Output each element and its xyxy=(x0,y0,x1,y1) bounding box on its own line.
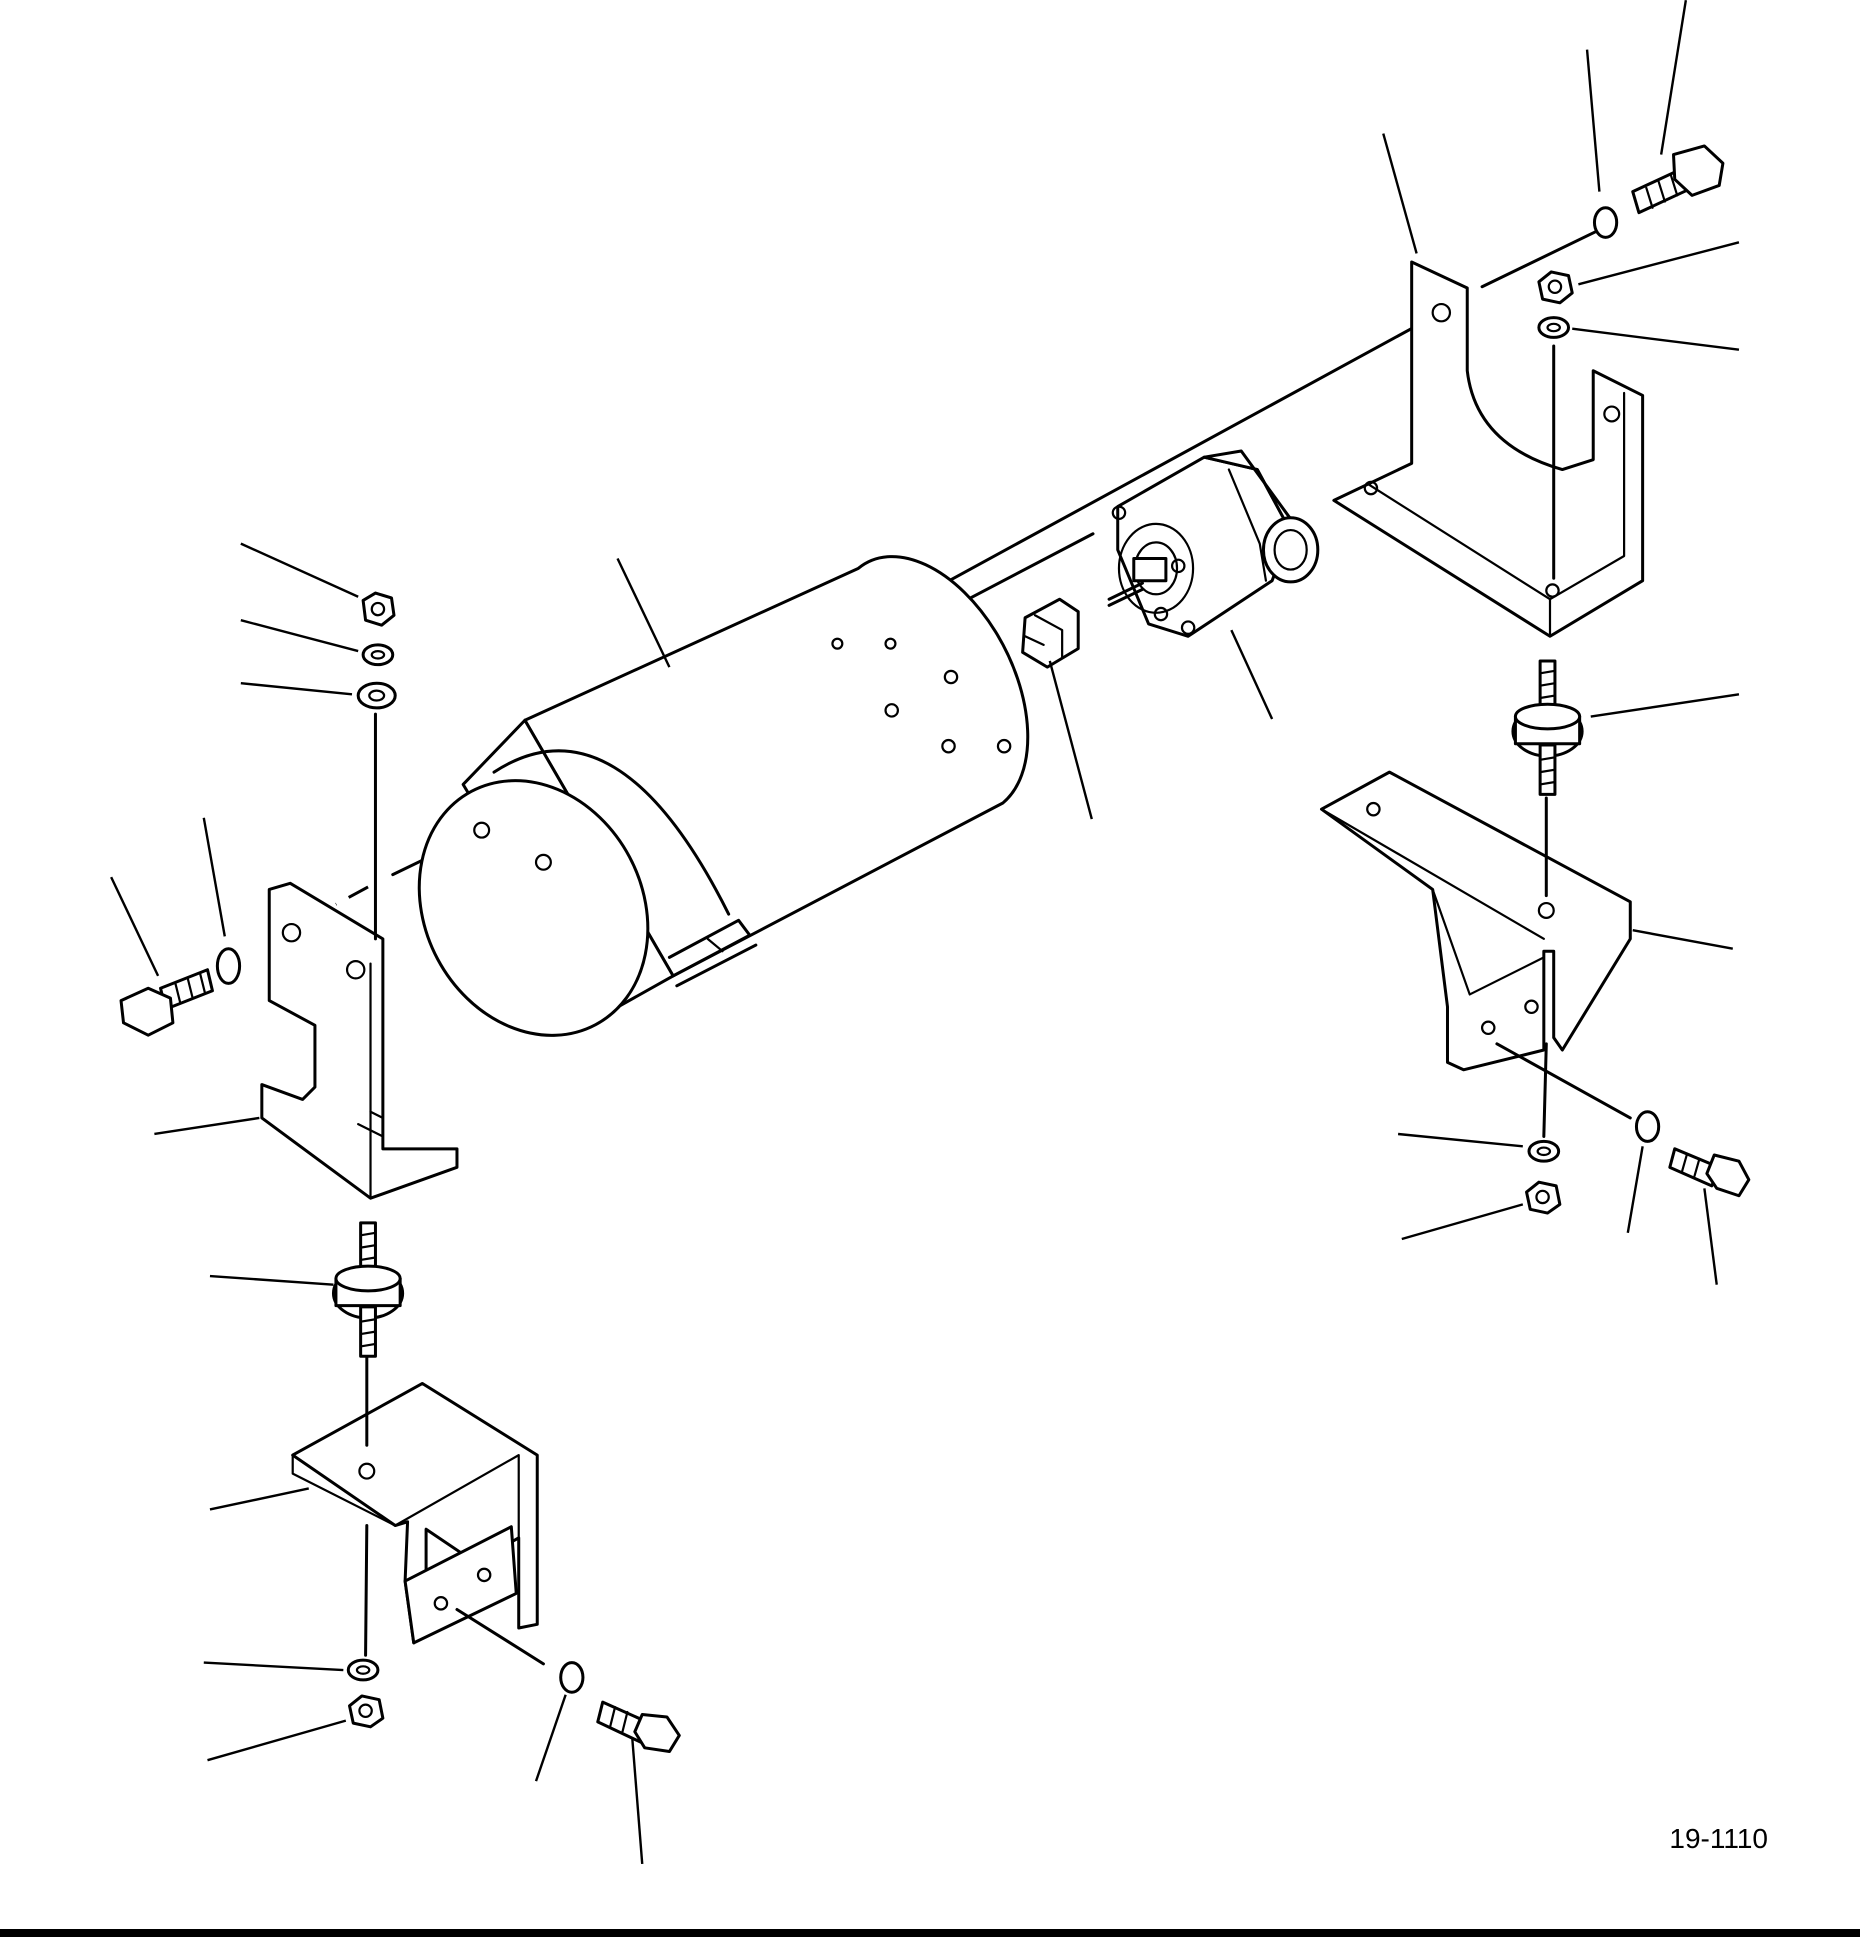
bracket-lower-left xyxy=(293,1356,544,1664)
hardware-upper-left xyxy=(358,593,395,708)
rubber-mount-left xyxy=(333,1223,402,1356)
hardware-lower-left xyxy=(348,1660,583,1727)
bracket-upper-right xyxy=(1334,262,1643,636)
hardware-left-washer xyxy=(217,949,239,984)
callout-leader-lines xyxy=(111,0,1739,1864)
rubber-mount-right xyxy=(1513,661,1582,794)
bolt-bottom-left xyxy=(598,1702,680,1751)
bracket-upper-left xyxy=(262,714,457,1198)
bracket-lower-right xyxy=(1322,772,1631,1136)
bolt-left xyxy=(121,970,212,1035)
hardware-lower-right xyxy=(1527,1112,1659,1213)
hardware-top-right xyxy=(1539,208,1617,338)
bottom-border-rule xyxy=(0,1929,1860,1937)
bolt-top-right xyxy=(1633,146,1723,213)
motor-body xyxy=(376,557,1028,1076)
drawing-number: 19-1110 xyxy=(1669,1823,1768,1854)
hydraulic-pump xyxy=(1109,451,1318,636)
bolt-lower-right xyxy=(1670,1149,1749,1196)
coupling xyxy=(1023,599,1079,667)
